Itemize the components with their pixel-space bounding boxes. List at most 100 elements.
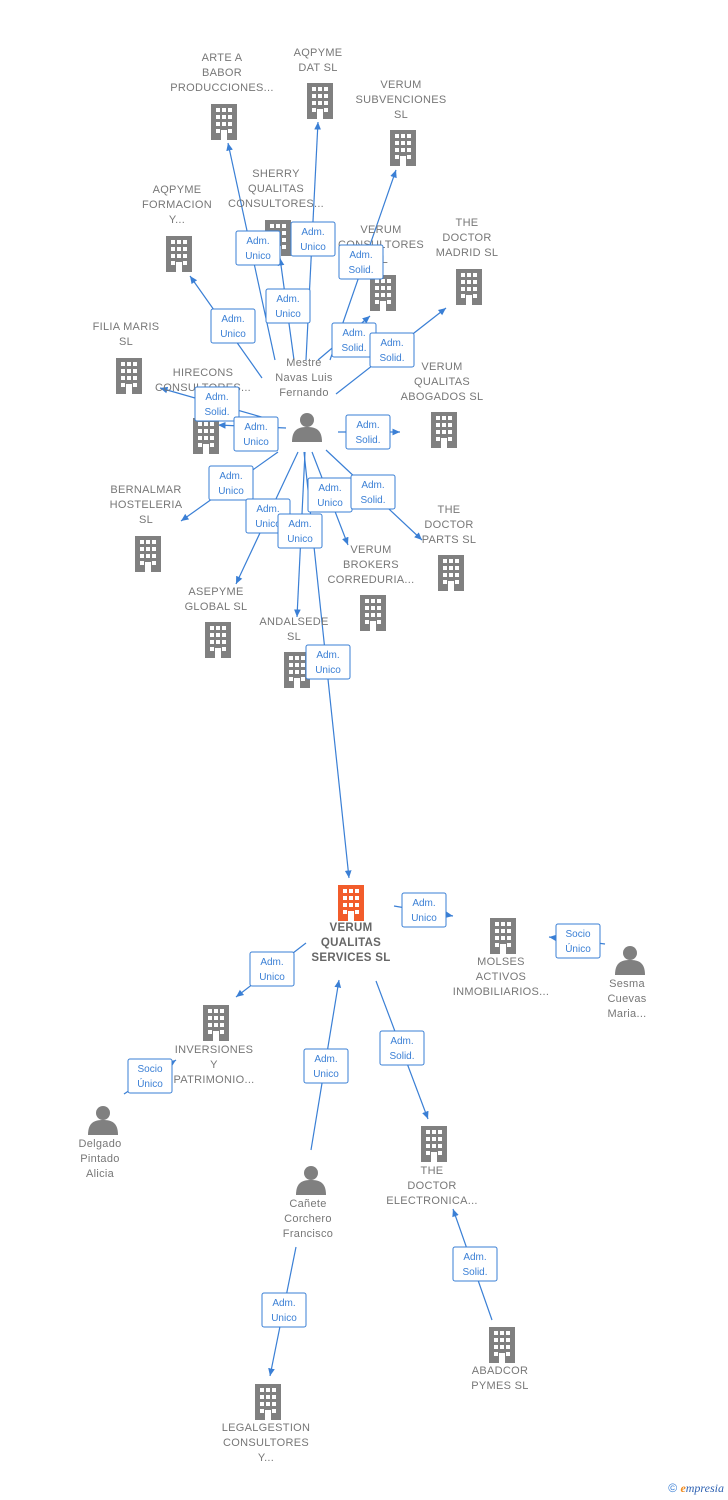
node-label[interactable]: PRODUCCIONES... <box>170 82 274 94</box>
node-label[interactable]: Fernando <box>279 387 329 399</box>
node-label[interactable]: VERUM <box>329 922 372 934</box>
node-label[interactable]: Francisco <box>283 1228 333 1240</box>
node-label[interactable]: VERUM <box>350 544 391 556</box>
company-building-icon[interactable] <box>203 1005 229 1041</box>
node-inversiones[interactable]: INVERSIONESYPATRIMONIO... <box>173 1005 254 1086</box>
node-label[interactable]: FORMACION <box>142 199 212 211</box>
node-label[interactable]: SHERRY <box>252 168 300 180</box>
node-label[interactable]: SL <box>119 336 133 348</box>
company-building-icon[interactable] <box>211 104 237 140</box>
node-label[interactable]: HOSTELERIA <box>110 499 183 511</box>
relation-label[interactable]: Adm.Solid. <box>338 244 384 280</box>
node-label[interactable]: DOCTOR <box>442 232 491 244</box>
company-building-icon[interactable] <box>370 275 396 311</box>
node-label[interactable]: CORREDURIA... <box>327 574 414 586</box>
node-label[interactable]: INMOBILIARIOS... <box>453 986 549 998</box>
company-building-icon[interactable] <box>116 358 142 394</box>
node-label[interactable]: LEGALGESTION <box>222 1422 311 1434</box>
company-building-icon[interactable] <box>255 1384 281 1420</box>
node-label[interactable]: THE <box>456 217 479 229</box>
node-label[interactable]: PATRIMONIO... <box>173 1074 254 1086</box>
node-molses[interactable]: MOLSES ACTIVOS INMOBILIARIOS... <box>453 918 549 998</box>
node-verum_brokers[interactable]: VERUMBROKERSCORREDURIA... <box>327 544 414 631</box>
relation-label[interactable]: Adm.Solid. <box>331 322 377 358</box>
relation-label[interactable]: Adm.Solid. <box>379 1030 425 1066</box>
node-filia_maris[interactable]: FILIA MARIS SL <box>93 321 160 394</box>
company-building-icon[interactable] <box>338 885 364 921</box>
company-building-icon[interactable] <box>307 83 333 119</box>
company-building-icon[interactable] <box>438 555 464 591</box>
node-label[interactable]: ACTIVOS <box>476 971 526 983</box>
node-label[interactable]: SL <box>287 631 301 643</box>
relation-label[interactable]: Adm.Unico <box>249 951 295 987</box>
node-label[interactable]: Cuevas <box>607 993 646 1005</box>
node-label[interactable]: CONSULTORES... <box>228 198 324 210</box>
node-label[interactable]: INVERSIONES <box>175 1044 254 1056</box>
company-building-icon[interactable] <box>135 536 161 572</box>
relation-label[interactable]: Adm.Solid. <box>345 414 391 450</box>
node-label[interactable]: THE <box>421 1165 444 1177</box>
relation-label[interactable]: Adm.Solid. <box>194 386 240 422</box>
node-label[interactable]: DOCTOR <box>424 519 473 531</box>
node-label[interactable]: MADRID SL <box>436 247 499 259</box>
node-the_doctor_electronica[interactable]: THEDOCTORELECTRONICA... <box>386 1126 478 1207</box>
node-sherry[interactable]: SHERRYQUALITASCONSULTORES... <box>228 168 324 256</box>
relation-label[interactable]: Adm.Unico <box>265 288 311 324</box>
node-label[interactable]: Navas Luis <box>275 372 333 384</box>
node-label[interactable]: Sesma <box>609 978 645 990</box>
node-aqpyme_dat[interactable]: AQPYME DAT SL <box>294 47 343 119</box>
relation-label[interactable]: Adm.Unico <box>305 644 351 680</box>
node-andalsede[interactable]: ANDALSEDE SL <box>259 616 328 688</box>
person-icon[interactable] <box>292 413 322 442</box>
company-building-icon[interactable] <box>421 1126 447 1162</box>
company-building-icon[interactable] <box>390 130 416 166</box>
relation-label[interactable]: Adm.Unico <box>210 308 256 344</box>
node-label[interactable]: ELECTRONICA... <box>386 1195 478 1207</box>
node-label[interactable]: ASEPYME <box>188 586 243 598</box>
node-label[interactable]: AQPYME <box>153 184 202 196</box>
company-building-icon[interactable] <box>456 269 482 305</box>
node-label[interactable]: DAT SL <box>298 62 337 74</box>
relation-label[interactable]: Adm.Unico <box>303 1048 349 1084</box>
node-label[interactable]: QUALITAS <box>414 376 470 388</box>
company-building-icon[interactable] <box>360 595 386 631</box>
node-legalgestion[interactable]: LEGALGESTIONCONSULTORESY... <box>222 1384 311 1464</box>
node-label[interactable]: ANDALSEDE <box>259 616 328 628</box>
relation-label[interactable]: Adm.Unico <box>307 477 353 513</box>
node-label[interactable]: QUALITAS <box>321 937 381 949</box>
node-label[interactable]: THE <box>438 504 461 516</box>
relation-label[interactable]: Adm.Unico <box>401 892 447 928</box>
relation-label[interactable]: Adm.Unico <box>235 230 281 266</box>
relation-label[interactable]: Adm.Unico <box>261 1292 307 1328</box>
node-label[interactable]: Y... <box>169 214 185 226</box>
node-label[interactable]: SUBVENCIONES <box>355 94 446 106</box>
node-aqpyme_formacion[interactable]: AQPYME FORMACION Y... <box>142 184 212 272</box>
node-label[interactable]: SL <box>394 109 408 121</box>
node-label[interactable]: AQPYME <box>294 47 343 59</box>
node-arte_a_babor[interactable]: ARTE ABABORPRODUCCIONES... <box>170 52 274 140</box>
company-building-icon[interactable] <box>431 412 457 448</box>
relation-label[interactable]: Adm.Unico <box>233 416 279 452</box>
company-building-icon[interactable] <box>490 918 516 954</box>
node-label[interactable]: Mestre <box>286 357 321 369</box>
node-label[interactable]: Pintado <box>80 1153 119 1165</box>
person-icon[interactable] <box>88 1106 118 1135</box>
node-label[interactable]: MOLSES <box>477 956 525 968</box>
relation-label[interactable]: Adm.Unico <box>290 221 336 257</box>
node-label[interactable]: FILIA MARIS <box>93 321 160 333</box>
node-label[interactable]: HIRECONS <box>173 367 233 379</box>
node-label[interactable]: VERUM <box>421 361 462 373</box>
node-label[interactable]: VERUM <box>380 79 421 91</box>
relation-label[interactable]: Adm.Solid. <box>452 1246 498 1282</box>
node-label[interactable]: ARTE A <box>202 52 243 64</box>
